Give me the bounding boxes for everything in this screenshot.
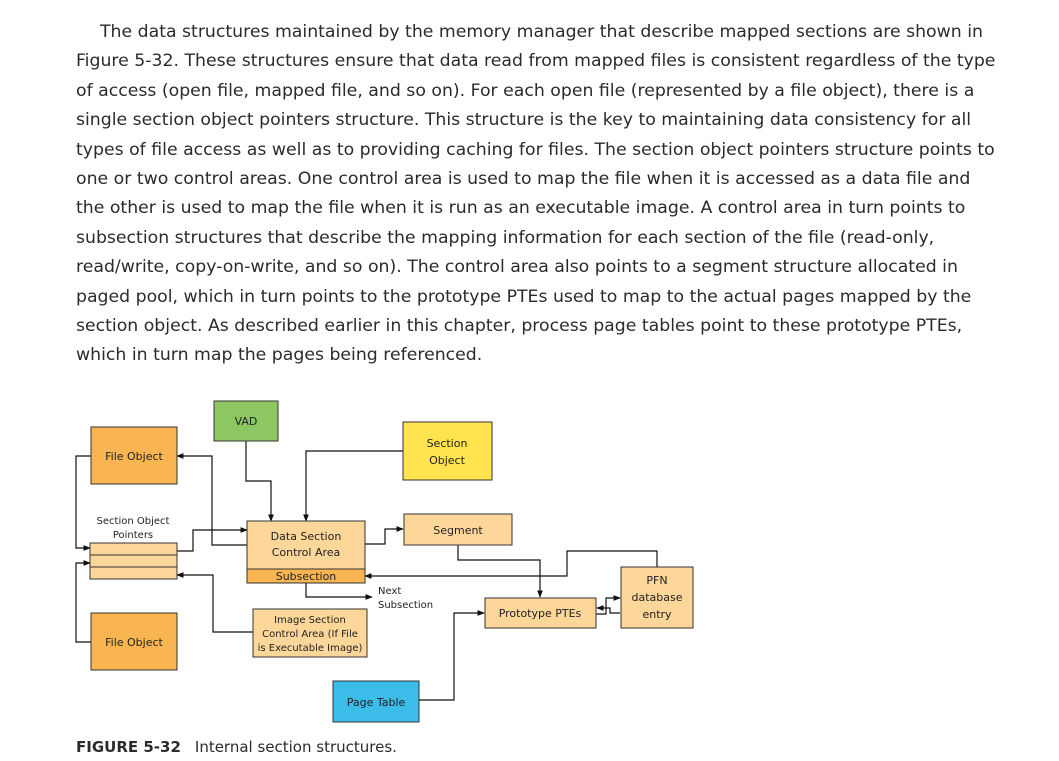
- next-subsection-label-line1: Next: [378, 586, 401, 597]
- segment-label: Segment: [433, 524, 483, 537]
- pfn-label-line3: entry: [642, 608, 672, 621]
- image-section-label-line3: is Executable Image): [258, 643, 363, 654]
- page-table-box: [332, 680, 420, 723]
- image-section-label-line1: Image Section: [274, 615, 346, 626]
- image-section-control-area-box: [252, 608, 368, 658]
- section-object-label-line2: Object: [429, 454, 466, 467]
- segment-box: [403, 513, 513, 546]
- figure-caption-text: Internal section structures.: [194, 738, 397, 756]
- file-object-bottom-label: File Object: [105, 636, 163, 649]
- section-object-pointers-box: [89, 542, 178, 580]
- prototype-ptes-label: Prototype PTEs: [499, 607, 582, 620]
- body-paragraph: The data structures maintained by the me…: [76, 22, 996, 366]
- section-object-pointers-label-line2: Pointers: [113, 530, 153, 541]
- prototype-ptes-box: [484, 597, 597, 629]
- section-object-label-line1: Section: [427, 437, 468, 450]
- data-section-control-area-label-line2: Control Area: [272, 546, 341, 559]
- connector-lines: [75, 441, 658, 701]
- vad-label: VAD: [235, 415, 258, 428]
- pfn-label-line2: database: [632, 591, 683, 604]
- vad-box: [213, 400, 279, 442]
- image-section-label-line2: Control Area (If File: [262, 629, 358, 640]
- figure-caption-label: FIGURE 5-32: [76, 738, 181, 756]
- data-section-control-area-box: [246, 520, 366, 570]
- page-table-label: Page Table: [347, 696, 406, 709]
- file-object-top-label: File Object: [105, 450, 163, 463]
- subsection-label: Subsection: [276, 570, 337, 583]
- subsection-box: [246, 568, 366, 584]
- data-section-control-area-label-line1: Data Section: [271, 530, 342, 543]
- pfn-label-line1: PFN: [646, 574, 667, 587]
- section-object-box: [402, 421, 493, 481]
- pfn-database-entry-box: [620, 566, 694, 629]
- next-subsection-label-line2: Subsection: [378, 600, 433, 611]
- file-object-top-box: [90, 426, 178, 485]
- figure-caption: FIGURE 5-32 Internal section structures.: [76, 738, 397, 756]
- file-object-bottom-box: [90, 612, 178, 671]
- section-object-pointers-label-line1: Section Object: [97, 516, 170, 527]
